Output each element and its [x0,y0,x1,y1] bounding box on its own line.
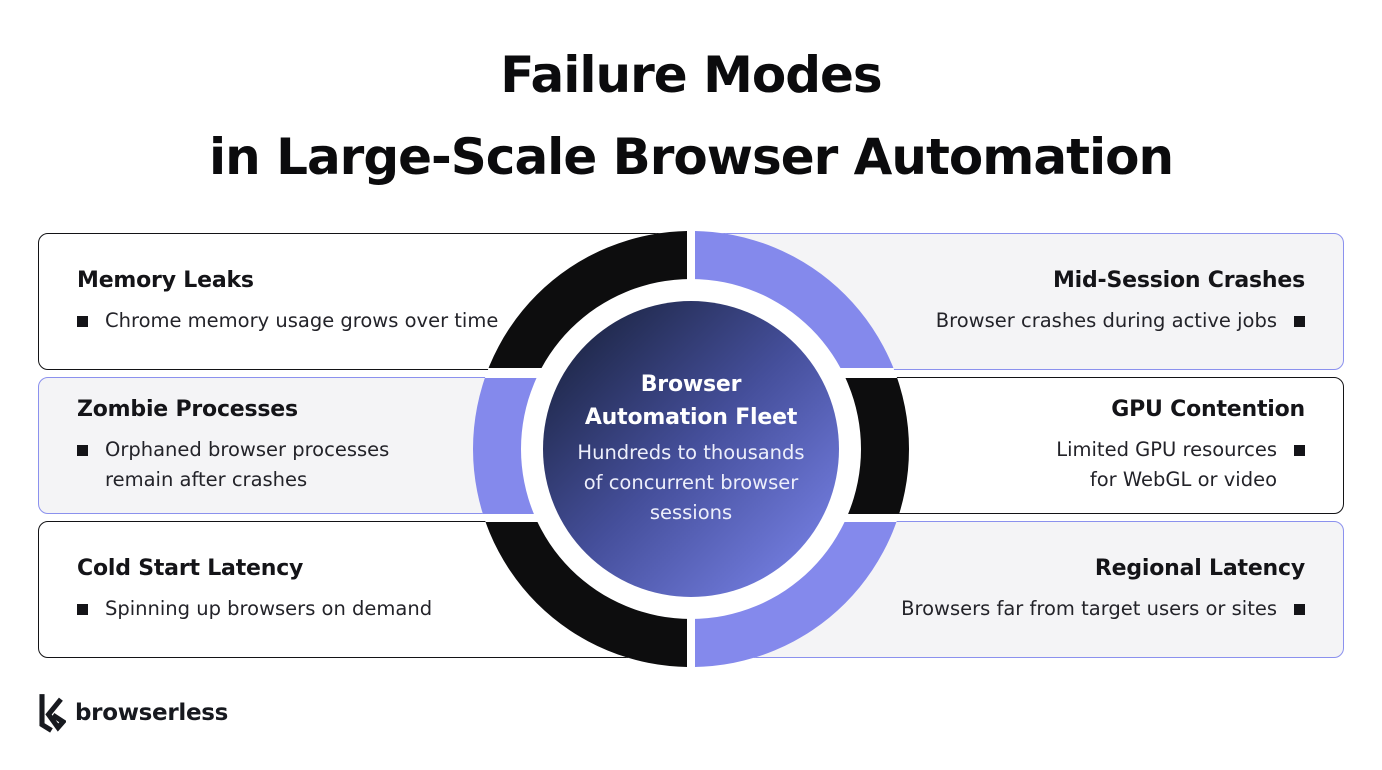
bullet-text: Chrome memory usage grows over time [105,306,498,336]
bullet-text: Browser crashes during active jobs [936,306,1277,336]
center-title-line1: Browser [640,372,742,397]
bullet-square-icon [1294,315,1305,327]
bullet-text: Browsers far from target users or sites [901,594,1277,624]
bullet-square-icon [77,444,88,456]
bullet-text-line: Spinning up browsers on demand [105,596,433,620]
bullet-text-line: Browsers far from target users or sites [901,596,1277,620]
bullet-text-line: Limited GPU resources [1056,437,1277,461]
card-title: Regional Latency [1094,555,1305,581]
page-title-line2: in Large-Scale Browser Automation [208,128,1174,186]
browserless-logo-text: browserless [75,700,229,726]
bullet-row: Orphaned browser processes remain after … [77,435,389,495]
bullet-text-line: Browser crashes during active jobs [935,308,1277,332]
bullet-text: Orphaned browser processes remain after … [105,435,389,495]
bullet-square-icon [77,315,88,327]
center-title: Browser Automation Fleet [561,368,821,434]
bullet-text: Spinning up browsers on demand [105,594,432,624]
bullet-text-line: for WebGL or video [1089,467,1277,491]
bullet-row: Chrome memory usage grows over time [77,306,498,336]
center-subtitle: Hundreds to thousands of concurrent brow… [577,441,805,524]
bullet-text: Limited GPU resources for WebGL or video [1056,435,1277,495]
bullet-row: Spinning up browsers on demand [77,594,432,624]
center-title-line2: Automation Fleet [584,405,798,430]
browserless-logo: browserless [34,690,228,736]
card-title: Mid-Session Crashes [1052,267,1305,293]
center-circle-text: Browser Automation Fleet Hundreds to tho… [561,368,821,528]
page-title-line1: Failure Modes [500,46,882,104]
card-title: Memory Leaks [77,267,254,293]
bullet-square-icon [1294,603,1305,615]
bullet-text-line: Orphaned browser processes [105,437,390,461]
bullet-square-icon [77,603,88,615]
bullet-text-line: remain after crashes [105,467,308,491]
ring-diagram [469,227,913,671]
bullet-text-line: Chrome memory usage grows over time [105,308,499,332]
card-title: GPU Contention [1111,396,1305,422]
ring-diagram-svg [473,230,909,668]
card-title: Zombie Processes [77,396,298,422]
page-title: Failure Modes in Large-Scale Browser Aut… [0,34,1382,198]
center-circle [543,301,839,597]
card-title: Cold Start Latency [77,555,304,581]
browserless-mark-icon [39,694,66,733]
bullet-row: Browsers far from target users or sites [901,594,1305,624]
bullet-row: Limited GPU resources for WebGL or video [1056,435,1305,495]
bullet-square-icon [1294,444,1305,456]
bullet-row: Browser crashes during active jobs [936,306,1305,336]
